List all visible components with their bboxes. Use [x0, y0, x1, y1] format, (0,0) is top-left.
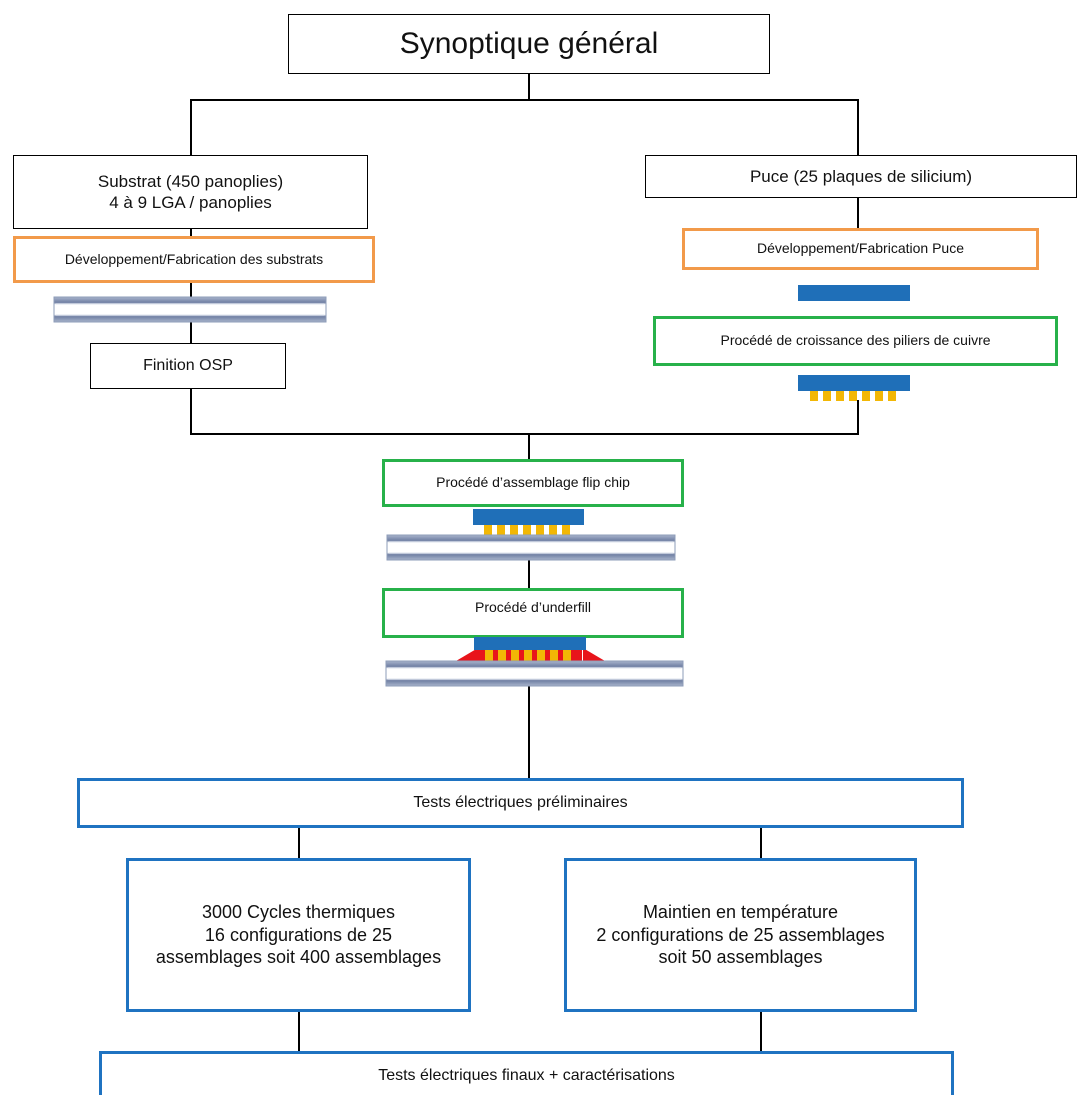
- puce-box: Puce (25 plaques de silicium): [645, 155, 1077, 198]
- flipchip-process-label: Procédé d’assemblage flip chip: [436, 474, 630, 491]
- thermal-cycles-line3: assemblages soit 400 assemblages: [155, 947, 442, 968]
- thermal-cycles-line1: 3000 Cycles thermiques: [201, 902, 396, 923]
- connector-dev-substrate: [190, 282, 192, 297]
- connector-flipchip-underfill: [528, 560, 530, 590]
- underfill-process-box: Procédé d’underfill: [382, 588, 684, 638]
- chip-with-pillars-illustration: [798, 375, 910, 401]
- connector-bottom-horizontal: [190, 433, 859, 435]
- temperature-hold-box: Maintien en température 2 configurations…: [564, 858, 917, 1012]
- connector-underfill-tests: [528, 686, 530, 780]
- connector-pillar-down: [857, 400, 859, 434]
- preliminary-tests-box: Tests électriques préliminaires: [77, 778, 964, 828]
- substrat-dev-label: Développement/Fabrication des substrats: [64, 250, 324, 267]
- connector-left-down: [190, 99, 192, 156]
- substrat-line1: Substrat (450 panoplies): [97, 171, 284, 191]
- temperature-hold-line2: 2 configurations de 25 assemblages: [596, 924, 885, 945]
- puce-dev-label: Développement/Fabrication Puce: [756, 240, 964, 257]
- finish-box: Finition OSP: [90, 343, 286, 389]
- connector-substrat-dev: [190, 228, 192, 238]
- substrat-dev-box: Développement/Fabrication des substrats: [13, 236, 375, 283]
- connector-tests-right: [760, 827, 762, 861]
- connector-merge-down: [528, 433, 530, 461]
- substrat-box: Substrat (450 panoplies) 4 à 9 LGA / pan…: [13, 155, 368, 229]
- underfill-assembly-illustration: [385, 637, 684, 687]
- connector-right-down: [857, 99, 859, 156]
- connector-tests-left: [298, 827, 300, 861]
- pillar-process-box: Procédé de croissance des piliers de cui…: [653, 316, 1058, 366]
- puce-dev-box: Développement/Fabrication Puce: [682, 228, 1039, 270]
- connector-title-down: [528, 73, 530, 100]
- thermal-cycles-box: 3000 Cycles thermiques 16 configurations…: [126, 858, 471, 1012]
- title-box: Synoptique général: [288, 14, 770, 74]
- connector-finish-down: [190, 388, 192, 434]
- final-tests-box: Tests électriques finaux + caractérisati…: [99, 1051, 954, 1095]
- connector-top-horizontal: [190, 99, 858, 101]
- substrat-line2: 4 à 9 LGA / panoplies: [109, 193, 272, 212]
- flipchip-process-box: Procédé d’assemblage flip chip: [382, 459, 684, 507]
- temperature-hold-line3: soit 50 assemblages: [658, 947, 823, 968]
- underfill-process-label: Procédé d’underfill: [475, 599, 591, 616]
- preliminary-tests-label: Tests électriques préliminaires: [413, 794, 628, 811]
- connector-temperature-down: [760, 1011, 762, 1052]
- page-title: Synoptique général: [399, 27, 659, 61]
- puce-label: Puce (25 plaques de silicium): [749, 166, 973, 186]
- thermal-cycles-line2: 16 configurations de 25: [204, 924, 393, 945]
- finish-label: Finition OSP: [143, 357, 233, 374]
- connector-cycles-down: [298, 1011, 300, 1052]
- connector-substrate-finish: [190, 322, 192, 343]
- chip-illustration: [798, 285, 910, 301]
- temperature-hold-line1: Maintien en température: [642, 902, 839, 923]
- final-tests-label: Tests électriques finaux + caractérisati…: [378, 1067, 675, 1084]
- flipchip-assembly-illustration: [386, 509, 676, 561]
- connector-puce-dev: [857, 197, 859, 228]
- substrate-illustration: [53, 296, 327, 323]
- pillar-process-label: Procédé de croissance des piliers de cui…: [720, 332, 991, 349]
